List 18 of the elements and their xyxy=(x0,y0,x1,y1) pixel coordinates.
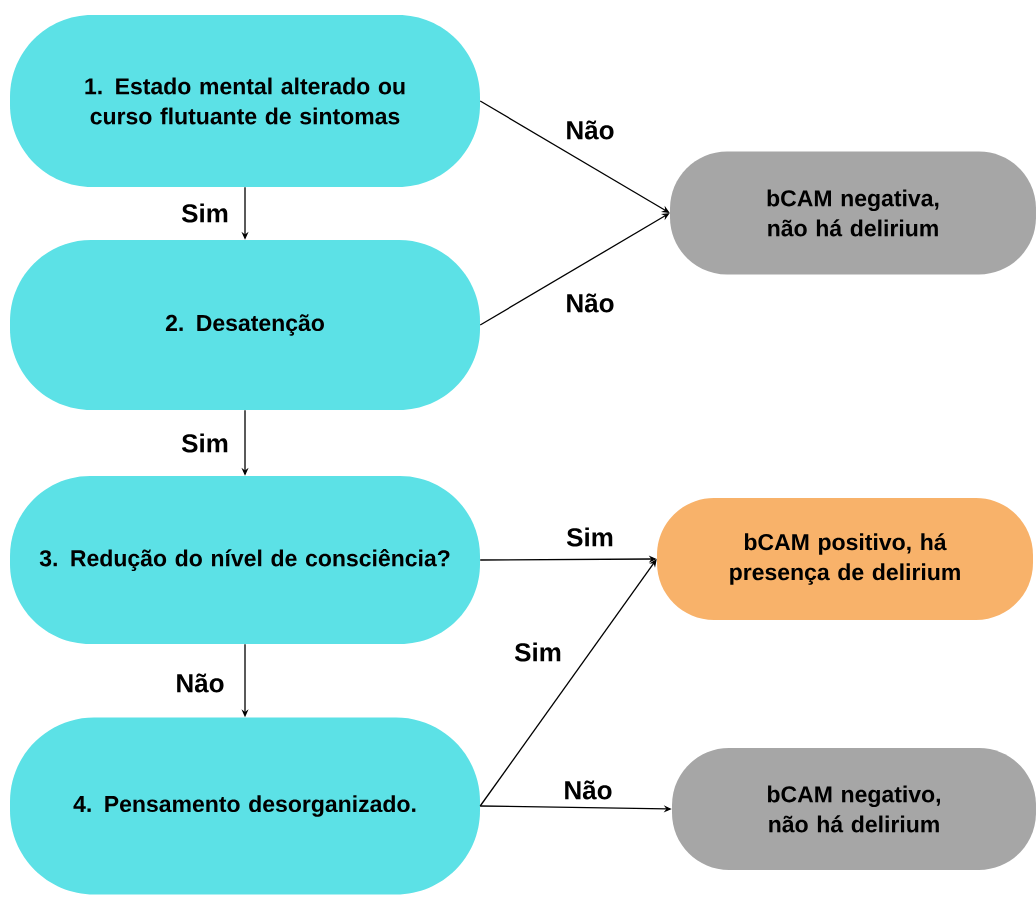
result-box: bCAM negativo, não há delirium xyxy=(672,748,1036,870)
arrow xyxy=(479,559,657,807)
edge-label: Sim xyxy=(513,641,563,663)
edge-label: Não xyxy=(564,292,616,314)
question-box: 3. Redução do nível de consciência? xyxy=(10,476,480,644)
edge-label: Sim xyxy=(180,432,230,454)
question-box: 1. Estado mental alterado ou curso flutuante de sintomas xyxy=(10,15,480,187)
result-box: bCAM positivo, há presença de delirium xyxy=(657,498,1033,620)
arrow xyxy=(479,213,670,326)
arrow xyxy=(479,100,670,213)
edge-label: Não xyxy=(562,779,614,801)
edge-label: Não xyxy=(174,672,226,694)
edge-label: Não xyxy=(564,119,616,141)
edge-label: Sim xyxy=(565,526,615,548)
edge-label: Sim xyxy=(180,202,230,224)
question-box: 2. Desatenção xyxy=(10,240,480,410)
question-box: 4. Pensamento desorganizado. xyxy=(10,717,480,895)
result-box: bCAM negativa, não há delirium xyxy=(670,151,1036,275)
